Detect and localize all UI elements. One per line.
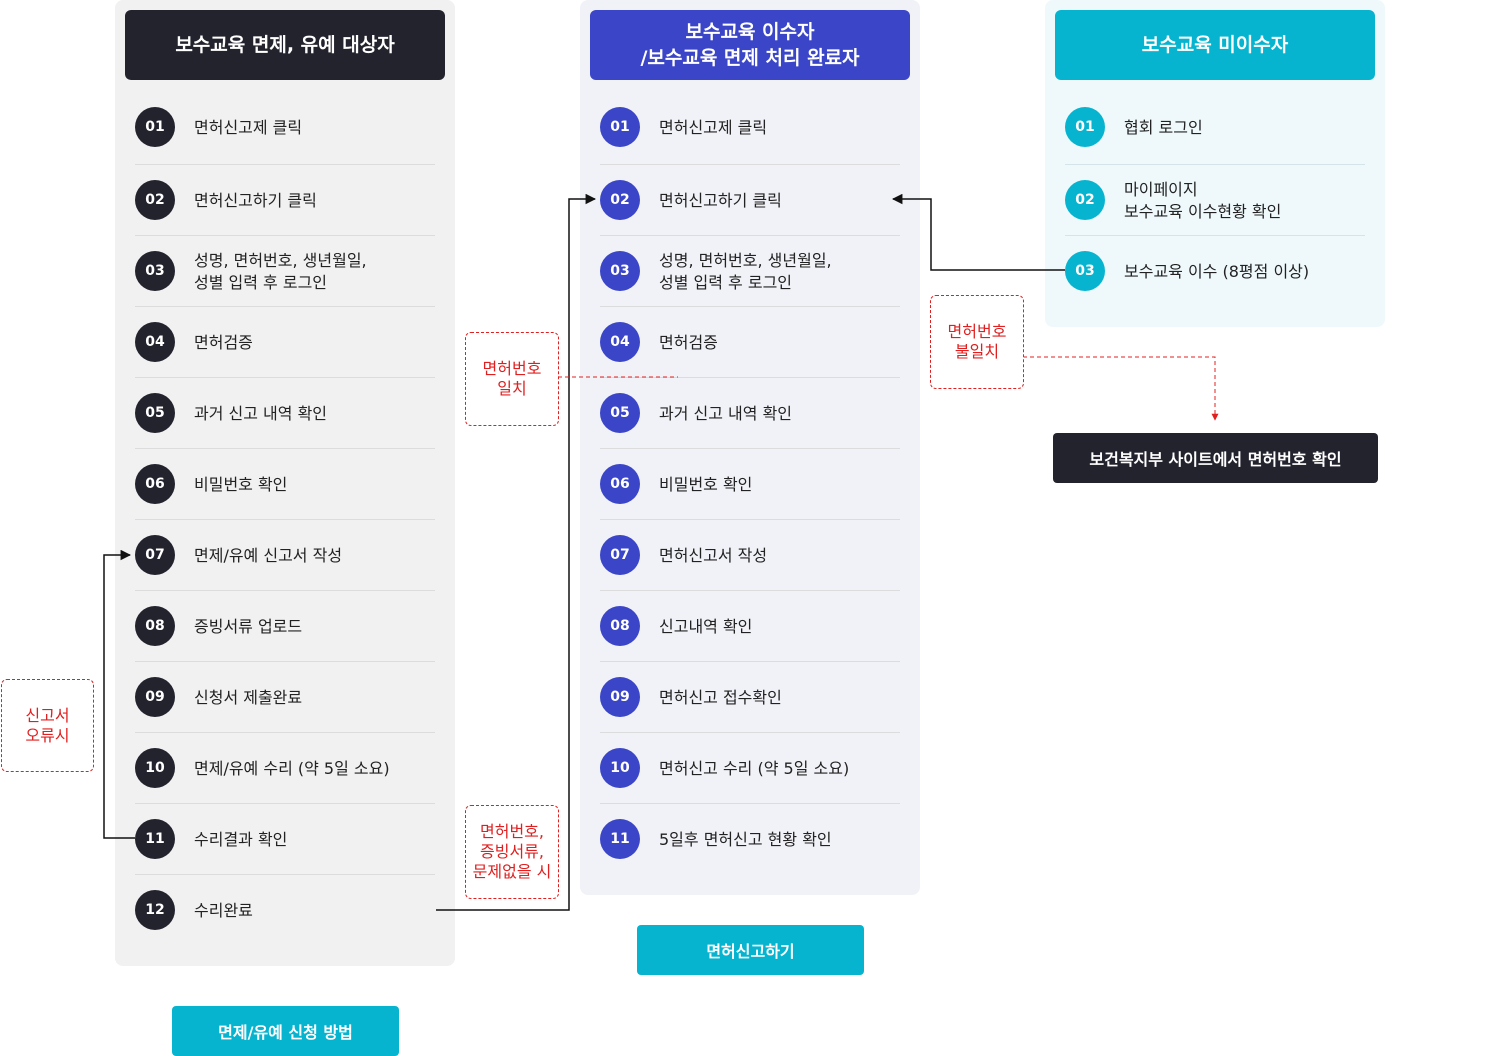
- step-label: 면허검증: [194, 332, 253, 352]
- step-number: 08: [135, 606, 175, 646]
- step-number: 06: [600, 464, 640, 504]
- step-item: 03 성명, 면허번호, 생년월일, 성별 입력 후 로그인: [600, 235, 900, 307]
- step-item: 09 면허신고 접수확인: [600, 661, 900, 733]
- step-label: 면허신고 수리 (약 5일 소요): [659, 758, 850, 778]
- step-item: 06 비밀번호 확인: [135, 448, 435, 520]
- completed-column-title: 보수교육 이수자 /보수교육 면제 처리 완료자: [590, 10, 910, 80]
- step-label: 면제/유예 수리 (약 5일 소요): [194, 758, 390, 778]
- step-label: 수리결과 확인: [194, 829, 288, 849]
- step-label: 보수교육 이수 (8평점 이상): [1124, 261, 1310, 281]
- step-label: 면허신고제 클릭: [659, 117, 768, 137]
- step-item: 02 면허신고하기 클릭: [600, 164, 900, 236]
- step-number: 03: [1065, 251, 1105, 291]
- step-number: 09: [135, 677, 175, 717]
- step-number: 02: [1065, 180, 1105, 220]
- step-number: 02: [135, 180, 175, 220]
- step-item: 11 수리결과 확인: [135, 803, 435, 875]
- step-number: 05: [135, 393, 175, 433]
- step-number: 10: [600, 748, 640, 788]
- exemption-method-button[interactable]: 면제/유예 신청 방법: [172, 1006, 399, 1056]
- step-number: 11: [135, 819, 175, 859]
- step-number: 03: [135, 251, 175, 291]
- step-label: 신청서 제출완료: [194, 687, 303, 707]
- step-item: 05 과거 신고 내역 확인: [135, 377, 435, 449]
- step-item: 01 면허신고제 클릭: [135, 92, 435, 163]
- step-number: 04: [600, 322, 640, 362]
- step-label: 면허신고하기 클릭: [659, 190, 782, 210]
- step-item: 08 증빙서류 업로드: [135, 590, 435, 662]
- step-item: 02 마이페이지 보수교육 이수현황 확인: [1065, 164, 1365, 236]
- step-number: 01: [135, 107, 175, 147]
- report-error-note: 신고서 오류시: [1, 679, 94, 772]
- step-label: 면허신고서 작성: [659, 545, 768, 565]
- step-label: 면허신고하기 클릭: [194, 190, 317, 210]
- step-number: 12: [135, 890, 175, 930]
- exemption-column: 보수교육 면제, 유예 대상자 01 면허신고제 클릭 02 면허신고하기 클릭 0…: [115, 0, 455, 966]
- step-label: 면허검증: [659, 332, 718, 352]
- step-item: 07 면제/유예 신고서 작성: [135, 519, 435, 591]
- step-label: 과거 신고 내역 확인: [659, 403, 793, 423]
- license-match-note: 면허번호 일치: [465, 332, 559, 426]
- step-number: 07: [135, 535, 175, 575]
- step-item: 09 신청서 제출완료: [135, 661, 435, 733]
- step-label: 성명, 면허번호, 생년월일, 성별 입력 후 로그인: [194, 250, 367, 292]
- step-item: 07 면허신고서 작성: [600, 519, 900, 591]
- step-number: 04: [135, 322, 175, 362]
- step-item: 04 면허검증: [135, 306, 435, 378]
- step-label: 수리완료: [194, 900, 253, 920]
- step-label: 과거 신고 내역 확인: [194, 403, 328, 423]
- step-label: 비밀번호 확인: [659, 474, 753, 494]
- step-item: 02 면허신고하기 클릭: [135, 164, 435, 236]
- step-item: 03 보수교육 이수 (8평점 이상): [1065, 235, 1365, 307]
- license-mismatch-line: [1023, 356, 1219, 421]
- step-item: 05 과거 신고 내역 확인: [600, 377, 900, 449]
- step-label: 증빙서류 업로드: [194, 616, 303, 636]
- exemption-column-title: 보수교육 면제, 유예 대상자: [125, 10, 445, 80]
- step-number: 11: [600, 819, 640, 859]
- step-label: 5일후 면허신고 현황 확인: [659, 829, 832, 849]
- no-problem-note: 면허번호, 증빙서류, 문제없을 시: [465, 805, 559, 899]
- step-item: 01 협회 로그인: [1065, 92, 1365, 163]
- step-item: 10 면제/유예 수리 (약 5일 소요): [135, 732, 435, 804]
- step-item: 04 면허검증: [600, 306, 900, 378]
- step-number: 09: [600, 677, 640, 717]
- step-number: 08: [600, 606, 640, 646]
- step-label: 협회 로그인: [1124, 117, 1203, 137]
- step-label: 신고내역 확인: [659, 616, 753, 636]
- step-label: 성명, 면허번호, 생년월일, 성별 입력 후 로그인: [659, 250, 832, 292]
- step-number: 05: [600, 393, 640, 433]
- step-label: 마이페이지 보수교육 이수현황 확인: [1124, 179, 1282, 221]
- step-number: 07: [600, 535, 640, 575]
- step-item: 01 면허신고제 클릭: [600, 92, 900, 163]
- step-number: 01: [600, 107, 640, 147]
- step-number: 10: [135, 748, 175, 788]
- step-item: 08 신고내역 확인: [600, 590, 900, 662]
- step-item: 11 5일후 면허신고 현황 확인: [600, 803, 900, 875]
- step-number: 06: [135, 464, 175, 504]
- step-label: 비밀번호 확인: [194, 474, 288, 494]
- step-label: 면제/유예 신고서 작성: [194, 545, 343, 565]
- incomplete-to-report-line: [891, 193, 1065, 271]
- step-number: 01: [1065, 107, 1105, 147]
- incomplete-column-title: 보수교육 미이수자: [1055, 10, 1375, 80]
- step-number: 02: [600, 180, 640, 220]
- step-item: 10 면허신고 수리 (약 5일 소요): [600, 732, 900, 804]
- step-label: 면허신고제 클릭: [194, 117, 303, 137]
- step-number: 03: [600, 251, 640, 291]
- error-loop-line: [103, 549, 135, 839]
- step-item: 12 수리완료: [135, 874, 435, 946]
- completion-line: [436, 193, 597, 911]
- step-item: 06 비밀번호 확인: [600, 448, 900, 520]
- license-report-button[interactable]: 면허신고하기: [637, 925, 864, 975]
- step-label: 면허신고 접수확인: [659, 687, 782, 707]
- check-license-site-button[interactable]: 보건복지부 사이트에서 면허번호 확인: [1053, 433, 1378, 483]
- step-item: 03 성명, 면허번호, 생년월일, 성별 입력 후 로그인: [135, 235, 435, 307]
- license-mismatch-note: 면허번호 불일치: [930, 295, 1024, 389]
- completed-column: 보수교육 이수자 /보수교육 면제 처리 완료자 01 면허신고제 클릭 02 면허…: [580, 0, 920, 895]
